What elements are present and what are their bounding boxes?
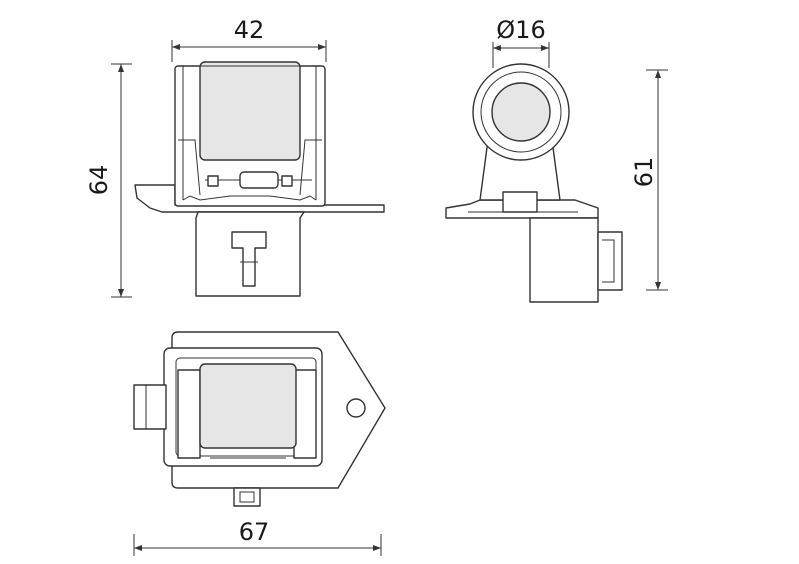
dimension-label-d16: Ø16 (496, 16, 545, 44)
dimension-label-42: 42 (234, 16, 265, 44)
side-view (445, 63, 623, 303)
dimension-width-bottom: 67 (133, 518, 382, 556)
dimension-label-64: 64 (85, 165, 113, 196)
dimension-diameter-side: Ø16 (492, 16, 550, 68)
dimension-height-side: 61 (630, 69, 668, 291)
front-view (134, 61, 385, 297)
bottom-view (133, 331, 386, 507)
dimension-label-67: 67 (239, 518, 270, 546)
dimension-label-61: 61 (630, 157, 658, 188)
dimension-height-front: 64 (85, 63, 132, 298)
dimension-width-front: 42 (171, 16, 327, 62)
